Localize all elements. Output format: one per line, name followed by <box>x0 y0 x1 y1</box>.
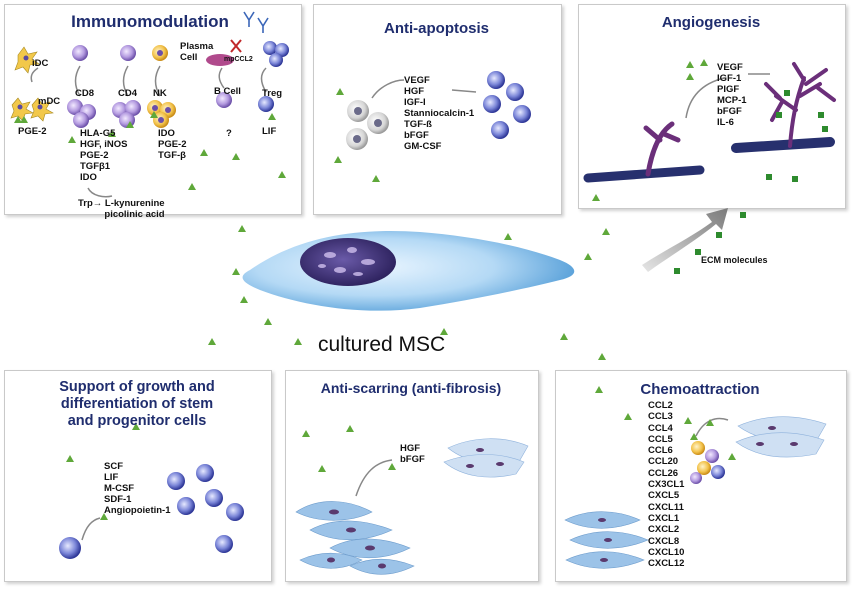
factor-item: VEGF <box>717 62 743 73</box>
treg-factor-label: LIF <box>262 126 277 137</box>
factor-item: IGF-I <box>404 97 426 108</box>
support-cells <box>59 464 244 559</box>
ecm-squares <box>674 90 828 274</box>
ecm-molecules-label: ECM molecules <box>701 255 768 265</box>
cd8-label: CD8 <box>75 88 95 99</box>
support-growth-factors: SCF LIF M-CSF SDF-1 Angiopoietin-1 <box>104 461 171 516</box>
factor-item: CXCL1 <box>648 512 680 524</box>
factor-item: IGF-1 <box>717 73 742 84</box>
chemoattraction-factors: CCL2 CCL3 CCL4 CCL5 CCL6 CCL20 CCL26 CX3… <box>648 400 684 569</box>
apoptosis-cells <box>346 71 531 150</box>
chemo-cells <box>564 416 827 569</box>
angiogenesis-title: Angiogenesis <box>661 14 761 31</box>
factor-item: CXCL8 <box>648 535 680 547</box>
factor-item: LIF <box>104 472 119 483</box>
support-title-line: and progenitor cells <box>67 413 207 429</box>
factor-item: CCL3 <box>648 411 673 423</box>
anti-scarring-title: Anti-scarring (anti-fibrosis) <box>320 380 502 396</box>
plasma-cell-line: Cell <box>180 52 198 63</box>
t-cell-factors: HLA-G5 HGF, iNOS PGE-2 TGFβ1 IDO <box>80 128 128 183</box>
factor-item: IDO <box>80 172 97 183</box>
idc-label: iDC <box>32 58 49 69</box>
nk-factors: IDO PGE-2 TGF-β <box>158 128 187 161</box>
factor-item: CXCL10 <box>648 546 685 558</box>
nk-label: NK <box>153 88 167 99</box>
msc-nucleus <box>300 238 396 286</box>
mpccl2-label: mpCCL2 <box>224 56 253 63</box>
anti-apoptosis-title: Anti-apoptosis <box>384 20 489 37</box>
immunomodulation-title: Immunomodulation <box>71 12 229 31</box>
factor-item: MCP-1 <box>717 95 747 106</box>
immuno-cells <box>10 11 289 198</box>
factor-item: CXCL12 <box>648 558 685 570</box>
pathway-line: Trp→ L-kynurenine <box>78 198 165 209</box>
factor-item: Angiopoietin-1 <box>104 505 171 516</box>
factor-item: HGF <box>404 86 425 97</box>
factor-item: PIGF <box>717 84 740 95</box>
cultured-msc-label: cultured MSC <box>318 333 446 356</box>
support-title-line: Support of growth and <box>59 379 215 395</box>
factor-item: PGE-2 <box>158 139 187 150</box>
pathway-line: picolinic acid <box>104 209 165 220</box>
support-growth-title: Support of growth and differentiation of… <box>4 379 270 430</box>
secreted-factor-triangles <box>14 59 736 520</box>
factor-item: CCL4 <box>648 422 673 434</box>
factor-item: bFGF <box>717 106 742 117</box>
factor-item: HLA-G5 <box>80 128 116 139</box>
factor-item: IL-6 <box>717 117 734 128</box>
factor-item: GM-CSF <box>404 141 442 152</box>
factor-item: SCF <box>104 461 123 472</box>
factor-item: CCL5 <box>648 433 673 445</box>
factor-item: PGE-2 <box>80 150 109 161</box>
chemoattraction-title: Chemoattraction <box>640 381 760 398</box>
factor-item: VEGF <box>404 75 430 86</box>
anti-scarring-factors: HGF bFGF <box>400 443 425 465</box>
cd4-label: CD4 <box>118 88 138 99</box>
factor-item: Stanniocalcin-1 <box>404 108 475 119</box>
plasma-cell-line: Plasma <box>180 41 214 52</box>
pge2-left-label: PGE-2 <box>18 126 47 137</box>
factor-item: SDF-1 <box>104 494 132 505</box>
mdc-label: mDC <box>38 96 61 107</box>
factor-item: bFGF <box>404 130 429 141</box>
factor-item: CCL2 <box>648 400 673 411</box>
fibroblast-network <box>295 438 529 575</box>
factor-item: CCL6 <box>648 445 673 457</box>
bcell-label: B Cell <box>214 86 241 97</box>
plasma-cell-label: Plasma Cell <box>180 41 213 63</box>
bcell-factor-label: ? <box>226 128 232 139</box>
factor-item: CXCL5 <box>648 490 680 502</box>
factor-item: CXCL11 <box>648 501 684 513</box>
angiogenesis-factors: VEGF IGF-1 PIGF MCP-1 bFGF IL-6 <box>717 62 747 128</box>
factor-item: HGF <box>400 443 421 454</box>
factor-item: IDO <box>158 128 175 139</box>
msc-cell <box>242 230 575 311</box>
treg-label: Treg <box>262 88 283 99</box>
factor-item: CXCL2 <box>648 524 680 536</box>
angiogenesis-vessels <box>583 62 836 183</box>
anti-apoptosis-factors: VEGF HGF IGF-I Stanniocalcin-1 TGF-ß bFG… <box>404 75 474 152</box>
factor-item: HGF, iNOS <box>80 139 128 150</box>
factor-item: TGFβ1 <box>80 161 111 172</box>
factor-item: CX3CL1 <box>648 479 685 491</box>
factor-item: M-CSF <box>104 483 135 494</box>
factor-item: CCL26 <box>648 467 679 479</box>
factor-item: TGF-β <box>158 150 186 161</box>
support-title-line: differentiation of stem <box>60 396 214 412</box>
ecm-arrow <box>642 208 728 272</box>
factor-item: CCL20 <box>648 456 679 468</box>
factor-item: bFGF <box>400 454 425 465</box>
factor-item: TGF-ß <box>404 119 432 130</box>
kynurenine-pathway: Trp→ L-kynurenine picolinic acid <box>78 198 165 220</box>
